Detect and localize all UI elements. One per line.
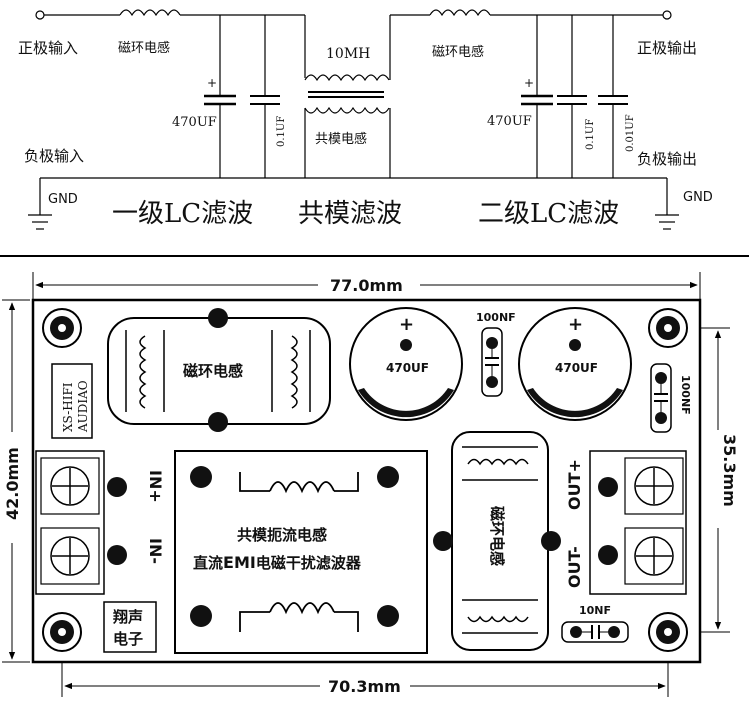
- stage2-label: 共模滤波: [298, 199, 402, 229]
- stage1-label: 一级LC滤波: [112, 199, 253, 229]
- width-dimension: 77.0mm: [330, 276, 403, 295]
- mounting-hole: [648, 308, 688, 348]
- schematic: [28, 9, 679, 230]
- mounting-hole: [648, 612, 688, 652]
- cap-left-plus: +: [399, 314, 414, 335]
- output-pos-label: OUT+: [565, 459, 584, 510]
- toroid-left-label: 磁环电感: [183, 362, 243, 380]
- cm-coil-bottom: [304, 106, 390, 114]
- brand-line1: XS-HIFI: [61, 382, 75, 432]
- toroid-inductor-left: [107, 308, 331, 432]
- toroid-inductor-right: [433, 431, 561, 651]
- cm-title-line2: 直流EMI电磁干扰滤波器: [193, 553, 362, 572]
- mounting-hole: [42, 612, 82, 652]
- brand-box: [51, 363, 93, 439]
- pos-output-label: 正极输出: [637, 39, 697, 57]
- dimensions: [2, 272, 730, 697]
- cap5-label: 0.01UF: [625, 114, 636, 152]
- brand-line2: AUDIAO: [76, 380, 90, 433]
- electrolytic-cap-right: [518, 307, 632, 421]
- ceramic-cap-bottom: [561, 621, 629, 643]
- output-terminal-block: [589, 450, 687, 595]
- pos-input-label: 正极输入: [18, 39, 78, 57]
- inductor-right-coil: [429, 9, 491, 17]
- cap-right-value: 470UF: [555, 361, 598, 375]
- cap4-label: 0.1UF: [585, 119, 596, 150]
- stage3-label: 二级LC滤波: [478, 199, 619, 229]
- maker-line2: 电子: [113, 630, 143, 648]
- cap2-label: 0.1UF: [276, 116, 287, 147]
- common-mode-choke: [174, 450, 428, 654]
- output-pos-terminal: [662, 10, 672, 20]
- input-neg-label: IN-: [146, 538, 165, 564]
- schematic-labels: 正极输入 负极输入 正极输出 负极输出 GND GND 磁环电感 磁环电感 10…: [18, 39, 713, 229]
- maker-box: [103, 601, 157, 653]
- cm-label: 共模电感: [315, 131, 367, 147]
- toroid-right-label: 磁环电感: [488, 506, 506, 566]
- cm-coil-top: [304, 74, 390, 82]
- cm-value-label: 10MH: [326, 46, 370, 62]
- neg-output-label: 负极输出: [637, 150, 697, 168]
- cap3-plus: +: [524, 76, 534, 90]
- input-pos-terminal: [35, 10, 45, 20]
- height-dimension: 42.0mm: [3, 447, 22, 520]
- ceramic-cap-top: [481, 327, 503, 397]
- mounting-hole: [42, 308, 82, 348]
- cm-title-line1: 共模扼流电感: [237, 526, 327, 544]
- inductor-left-label: 磁环电感: [118, 40, 170, 56]
- mounting-holes: [42, 308, 688, 652]
- cap-right-plus: +: [568, 314, 583, 335]
- ceramic-cap-right: [650, 363, 672, 433]
- electrolytic-cap-left: [349, 307, 463, 421]
- neg-input-label: 负极输入: [24, 147, 84, 165]
- inductor-right-label: 磁环电感: [432, 44, 484, 60]
- maker-line1: 翔声: [112, 608, 143, 626]
- cap-100nf-right-label: 100NF: [679, 375, 692, 415]
- cap3-label: 470UF: [487, 114, 532, 129]
- cap-left-value: 470UF: [386, 361, 429, 375]
- cap-100nf-top-label: 100NF: [476, 311, 516, 324]
- cap1-label: 470UF: [172, 115, 217, 130]
- gnd-left-label: GND: [48, 192, 78, 207]
- gnd-right-label: GND: [683, 190, 713, 205]
- hole-span-vertical: 35.3mm: [720, 434, 739, 507]
- hole-span-horizontal: 70.3mm: [328, 677, 401, 696]
- input-pos-label: IN+: [146, 470, 165, 503]
- cap-10nf-label: 10NF: [579, 604, 611, 617]
- output-neg-label: OUT-: [565, 546, 584, 588]
- input-terminal-block: [35, 450, 127, 595]
- cap1-plus: +: [207, 76, 217, 90]
- inductor-left-coil: [119, 9, 181, 17]
